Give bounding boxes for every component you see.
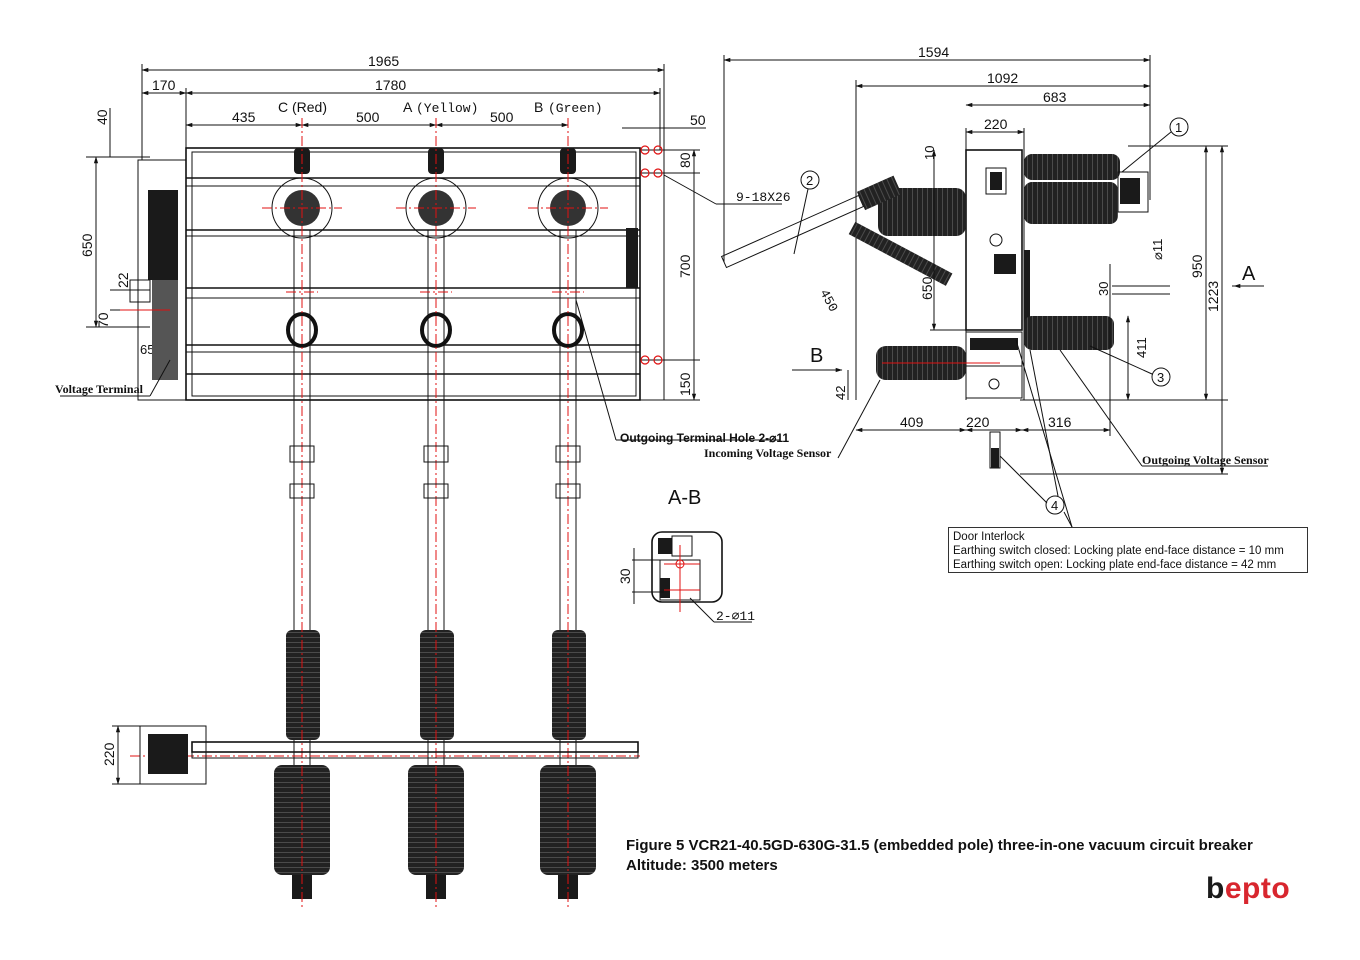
phase-a-letter: A — [403, 99, 413, 115]
dim-435: 435 — [232, 109, 256, 125]
interlock-title: Door Interlock — [953, 531, 1025, 543]
dim-1092: 1092 — [987, 70, 1018, 86]
dim-1594: 1594 — [918, 44, 949, 60]
brand-logo: bepto — [1206, 872, 1290, 906]
dim-40: 40 — [94, 109, 110, 125]
dim-10: 10 — [922, 146, 937, 160]
dim-70: 70 — [95, 312, 111, 328]
incoming-voltage-sensor-label: Incoming Voltage Sensor — [704, 446, 832, 460]
phase-b-color: (Green) — [548, 101, 603, 116]
phase-b-letter: B — [534, 99, 543, 115]
callout-4: 4 — [1051, 498, 1058, 513]
dim-683: 683 — [1043, 89, 1067, 105]
caption-line-1: Figure 5 VCR21-40.5GD-630G-31.5 (embedde… — [626, 837, 1253, 854]
phase-a-color: (Yellow) — [416, 101, 478, 116]
dim-1965: 1965 — [368, 53, 399, 69]
dim-dia11-side: ⌀11 — [1150, 239, 1165, 260]
brand-mark: b — [1206, 872, 1225, 905]
callout-2: 2 — [806, 173, 813, 188]
dim-500-a: 500 — [356, 109, 380, 125]
dim-22: 22 — [115, 272, 131, 288]
dim-1780: 1780 — [375, 77, 406, 93]
interlock-open: Earthing switch open: Locking plate end-… — [953, 559, 1277, 571]
dim-50: 50 — [690, 112, 706, 128]
section-title: A-B — [668, 487, 701, 509]
callout-3: 3 — [1157, 370, 1164, 385]
dim-220-side-bottom: 220 — [966, 414, 990, 430]
dim-409: 409 — [900, 414, 924, 430]
dim-30-side: 30 — [1096, 282, 1111, 296]
dim-500-b: 500 — [490, 109, 514, 125]
figure-caption: Figure 5 VCR21-40.5GD-630G-31.5 (embedde… — [626, 836, 1253, 876]
dim-450: 450 — [816, 287, 840, 315]
caption-line-2: Altitude: 3500 meters — [626, 857, 778, 874]
dim-411: 411 — [1134, 337, 1149, 358]
dim-316: 316 — [1048, 414, 1072, 430]
view-b-marker: B — [810, 345, 823, 367]
brand-name: epto — [1224, 872, 1291, 905]
dim-220-side-top: 220 — [984, 116, 1008, 132]
phase-c-label: C (Red) — [278, 99, 327, 115]
view-a-marker: A — [1242, 263, 1256, 285]
section-hole-label: 2-⌀11 — [716, 609, 755, 624]
dim-650: 650 — [79, 233, 95, 257]
hole-spec-label: 9-18X26 — [736, 190, 791, 205]
dim-1223: 1223 — [1205, 281, 1221, 312]
dim-150: 150 — [677, 372, 693, 396]
outgoing-terminal-hole-label: Outgoing Terminal Hole 2-⌀11 — [620, 431, 789, 445]
callout-1: 1 — [1175, 120, 1182, 135]
section-a-b: A-B 30 2-⌀11 — [617, 487, 755, 624]
dim-950: 950 — [1189, 254, 1205, 278]
dim-650-side: 650 — [919, 276, 935, 300]
dim-80: 80 — [677, 152, 693, 168]
door-interlock-note: Door Interlock Earthing switch closed: L… — [948, 527, 1308, 573]
dim-220-front: 220 — [101, 742, 117, 766]
dim-42: 42 — [833, 386, 848, 400]
dim-65: 65 — [140, 342, 154, 357]
dim-700: 700 — [677, 254, 693, 278]
interlock-closed: Earthing switch closed: Locking plate en… — [953, 545, 1284, 557]
dim-170: 170 — [152, 77, 176, 93]
section-dim-30: 30 — [617, 568, 633, 584]
voltage-terminal-label: Voltage Terminal — [55, 382, 144, 396]
outgoing-voltage-sensor-label: Outgoing Voltage Sensor — [1142, 453, 1269, 467]
front-view: 1965 170 1780 435 500 500 C (Red) A (Yel… — [55, 53, 832, 910]
